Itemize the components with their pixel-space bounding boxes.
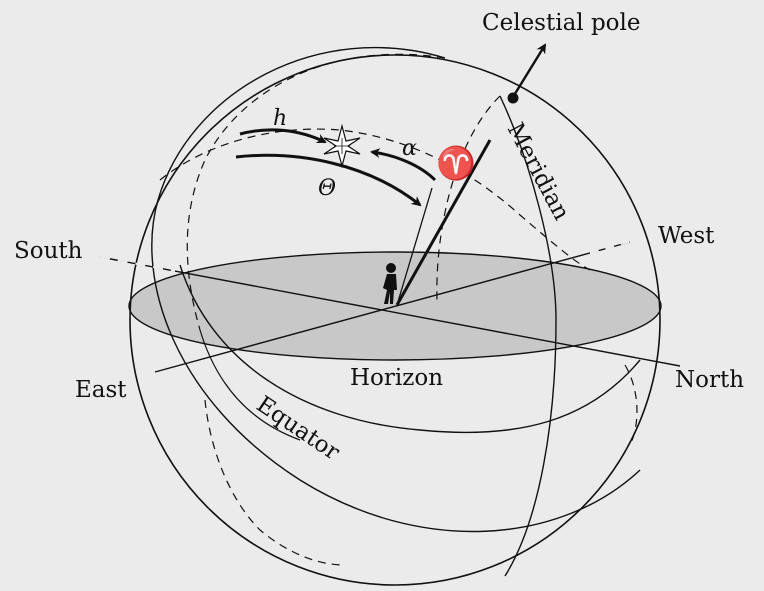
equator-front	[179, 264, 641, 434]
west-dash-gap	[589, 240, 633, 254]
east-west-line	[154, 241, 631, 373]
horizon-label: Horizon	[350, 365, 443, 391]
west-label: West	[658, 223, 715, 249]
south-dash-gap	[99, 256, 176, 272]
hour-angle-arrow	[239, 128, 327, 144]
east-label: East	[75, 377, 127, 403]
celestial-pole-dot	[507, 92, 519, 104]
sidereal-time-label: Θ	[318, 176, 336, 201]
hour-circle-back	[186, 53, 446, 331]
observer-figure-icon	[383, 263, 397, 304]
star-icon	[323, 123, 361, 169]
aries-symbol-icon: ♈	[436, 144, 476, 182]
north-label: North	[675, 367, 744, 393]
meridian-back-arc	[436, 95, 501, 301]
right-ascension-label: α	[402, 136, 417, 161]
pole-arrow	[511, 43, 547, 98]
lower-dashed-arc	[624, 364, 638, 446]
vernal-equinox-direction	[395, 139, 492, 306]
star-hour-line	[396, 187, 433, 306]
equator-back	[159, 128, 591, 271]
south-north-line	[99, 256, 681, 367]
meridian-front-arc	[499, 95, 557, 577]
celestial-pole-label: Celestial pole	[482, 10, 641, 36]
left-inner-arc	[199, 329, 301, 441]
hour-angle-label: h	[273, 106, 287, 131]
hour-circle-front	[151, 46, 641, 533]
sidereal-time-arrow	[235, 153, 422, 207]
celestial-sphere-outline	[129, 54, 661, 586]
right-ascension-arrow	[370, 148, 437, 182]
south-label: South	[14, 238, 83, 264]
